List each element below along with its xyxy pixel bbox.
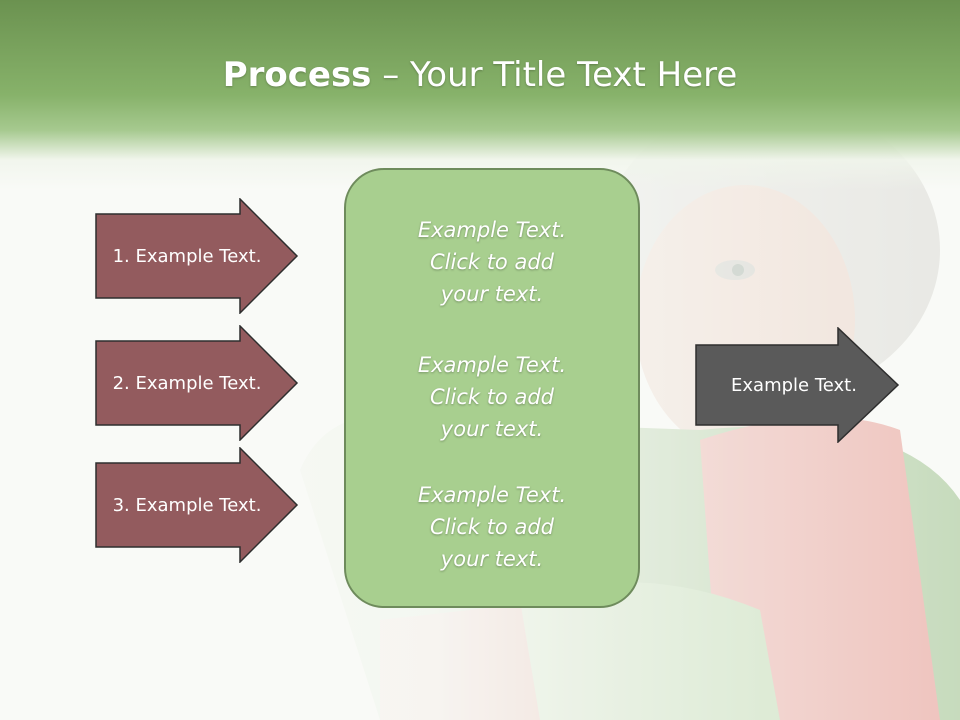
process-arrow-3[interactable]: 3. Example Text. — [95, 447, 299, 563]
title-rest: – Your Title Text Here — [371, 55, 738, 95]
paragraph-3-line-1: Example Text. — [417, 483, 567, 507]
result-arrow-shape — [695, 327, 900, 443]
result-arrow-label: Example Text. — [731, 374, 857, 396]
center-paragraph-1[interactable]: Example Text. Click to add your text. — [346, 214, 638, 310]
arrow-2-shape — [95, 325, 299, 441]
paragraph-2-line-3: your text. — [440, 417, 544, 441]
result-arrow[interactable]: Example Text. — [695, 327, 901, 443]
title-bold: Process — [222, 55, 372, 95]
paragraph-1-line-2: Click to add — [429, 250, 554, 274]
center-paragraph-3[interactable]: Example Text. Click to add your text. — [346, 479, 638, 575]
paragraph-2-line-2: Click to add — [429, 385, 554, 409]
arrow-1-shape — [95, 198, 299, 314]
paragraph-1-line-3: your text. — [440, 282, 544, 306]
center-content-box[interactable]: Example Text. Click to add your text. Ex… — [344, 168, 640, 608]
paragraph-3-line-2: Click to add — [429, 515, 554, 539]
arrow-3-shape — [95, 447, 299, 563]
title-banner — [0, 0, 960, 190]
slide-title[interactable]: Process – Your Title Text Here — [0, 52, 960, 98]
arrow-3-label: 3. Example Text. — [112, 494, 262, 516]
process-arrow-1[interactable]: 1. Example Text. — [95, 198, 299, 314]
paragraph-2-line-1: Example Text. — [417, 353, 567, 377]
arrow-1-label: 1. Example Text. — [112, 245, 262, 267]
process-arrow-2[interactable]: 2. Example Text. — [95, 325, 299, 441]
paragraph-3-line-3: your text. — [440, 547, 544, 571]
center-paragraph-2[interactable]: Example Text. Click to add your text. — [346, 349, 638, 445]
arrow-2-label: 2. Example Text. — [112, 372, 262, 394]
paragraph-1-line-1: Example Text. — [417, 218, 567, 242]
